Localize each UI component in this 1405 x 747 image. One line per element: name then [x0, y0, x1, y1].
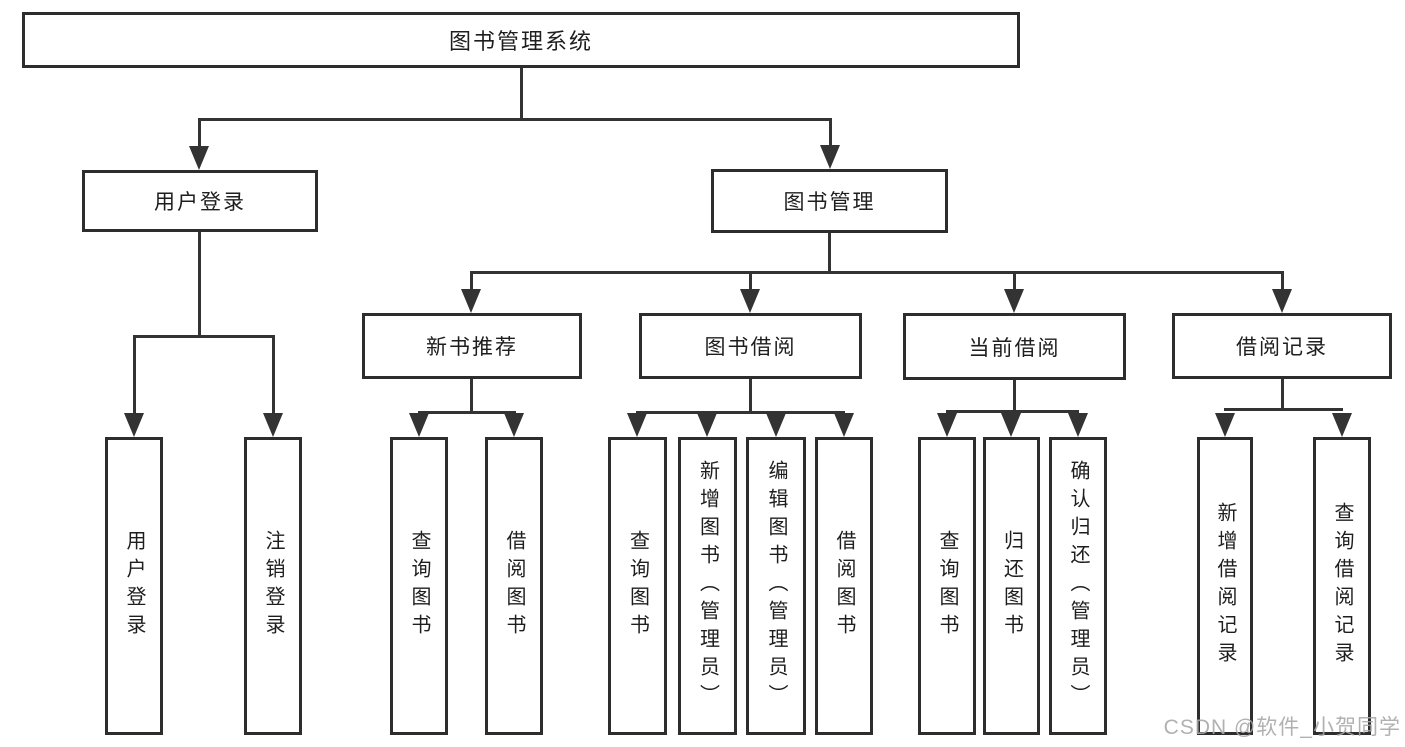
connector-line: [1013, 380, 1016, 411]
connector-line: [946, 410, 1079, 413]
leaf-query-books-borrowing: 查询图书: [608, 437, 667, 735]
node-book-management-system: 图书管理系统: [22, 12, 1020, 68]
arrow-down-icon: [820, 145, 840, 169]
connector-line: [1281, 379, 1284, 409]
arrow-down-icon: [263, 413, 283, 437]
connector-line: [749, 379, 752, 412]
connector-line: [198, 118, 832, 121]
connector-line: [198, 118, 201, 148]
leaf-add-borrow-record: 新增借阅记录: [1197, 437, 1253, 735]
arrow-down-icon: [124, 413, 144, 437]
arrow-down-icon: [504, 413, 524, 437]
arrow-down-icon: [1215, 413, 1235, 437]
connector-line: [1281, 271, 1284, 291]
leaf-user-login: 用户登录: [105, 437, 163, 735]
node-borrow-records: 借阅记录: [1172, 313, 1392, 379]
leaf-logout: 注销登录: [244, 437, 302, 735]
arrow-down-icon: [834, 413, 854, 437]
connector-line: [198, 232, 201, 335]
arrow-down-icon: [627, 413, 647, 437]
leaf-query-books-current: 查询图书: [918, 437, 976, 735]
connector-line: [1224, 408, 1343, 411]
connector-line: [418, 411, 516, 414]
connector-line: [470, 271, 473, 291]
connector-line: [471, 271, 1284, 274]
connector-line: [470, 379, 473, 412]
arrow-down-icon: [409, 413, 429, 437]
leaf-query-borrow-record: 查询借阅记录: [1313, 437, 1371, 735]
node-user-login: 用户登录: [82, 170, 318, 232]
leaf-add-books-admin: 新增图书（管理员）: [678, 437, 737, 735]
connector-line: [133, 335, 275, 338]
arrow-down-icon: [740, 289, 760, 313]
connector-line: [272, 335, 275, 415]
arrow-down-icon: [1332, 413, 1352, 437]
csdn-watermark: CSDN @软件_小贺同学: [1163, 716, 1401, 739]
arrow-down-icon: [189, 146, 209, 170]
leaf-edit-books-admin: 编辑图书（管理员）: [746, 437, 806, 735]
node-book-management: 图书管理: [711, 169, 948, 233]
leaf-return-books: 归还图书: [983, 437, 1040, 735]
arrow-down-icon: [1004, 289, 1024, 313]
connector-line: [636, 411, 845, 414]
leaf-borrow-books: 借阅图书: [815, 437, 873, 735]
arrow-down-icon: [1272, 289, 1292, 313]
leaf-borrow-books-recommend: 借阅图书: [485, 437, 543, 735]
connector-line: [828, 233, 831, 273]
connector-line: [520, 68, 523, 118]
arrow-down-icon: [697, 413, 717, 437]
connector-line: [829, 118, 832, 147]
connector-line: [1013, 271, 1016, 291]
node-new-book-recommend: 新书推荐: [362, 313, 582, 379]
arrow-down-icon: [1068, 413, 1088, 437]
leaf-query-books-recommend: 查询图书: [390, 437, 448, 735]
arrow-down-icon: [1001, 413, 1021, 437]
arrow-down-icon: [937, 413, 957, 437]
connector-line: [749, 271, 752, 291]
leaf-confirm-return-admin: 确认归还（管理员）: [1049, 437, 1107, 735]
node-current-borrowing: 当前借阅: [903, 313, 1126, 380]
connector-line: [133, 335, 136, 415]
node-book-borrowing: 图书借阅: [639, 313, 862, 379]
arrow-down-icon: [461, 289, 481, 313]
arrow-down-icon: [766, 413, 786, 437]
